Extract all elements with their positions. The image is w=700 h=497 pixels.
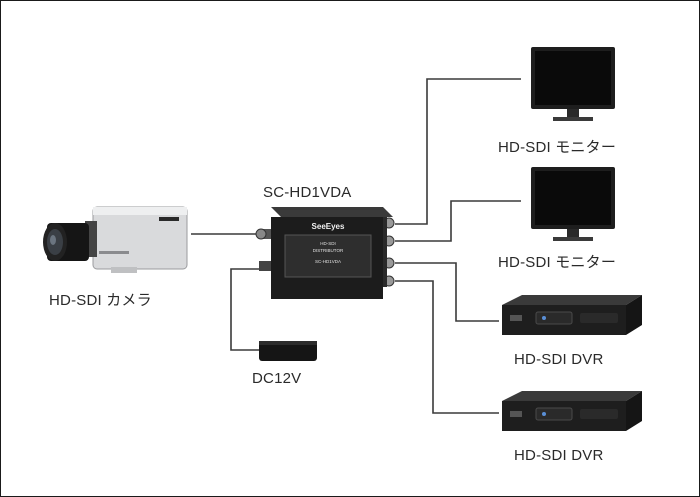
wire-splitter-to-dvr-2 xyxy=(395,280,499,414)
dvr-2-label: HD-SDI DVR xyxy=(514,447,604,464)
power-label: DC12V xyxy=(252,370,302,387)
splitter-panel-line3: SC-HD1VDA xyxy=(315,259,341,264)
splitter-panel-line1: HD-SDI xyxy=(320,241,336,246)
splitter-model-label: SC-HD1VDA xyxy=(263,184,352,201)
wire-splitter-to-dvr-1 xyxy=(395,262,499,322)
power-adapter-icon xyxy=(259,341,317,361)
cctv-box-camera-icon xyxy=(43,206,188,273)
dvr-recorder-icon xyxy=(502,295,642,335)
splitter-panel-line2: DISTRIBUTOR xyxy=(313,248,344,253)
dvr-recorder-icon xyxy=(502,391,642,431)
lcd-monitor-icon xyxy=(531,167,615,241)
lcd-monitor-icon xyxy=(531,47,615,121)
monitor-2-label: HD-SDI モニター xyxy=(498,254,617,271)
wire-group xyxy=(191,78,521,414)
monitor-1-label: HD-SDI モニター xyxy=(498,139,617,156)
wire-splitter-to-monitor-2 xyxy=(395,200,521,242)
hd-sdi-distributor-icon: SeeEyes HD-SDI DISTRIBUTOR SC-HD1VDA xyxy=(255,207,395,299)
dvr-1-label: HD-SDI DVR xyxy=(514,351,604,368)
wire-power-to-splitter xyxy=(230,268,263,351)
wire-splitter-to-monitor-1 xyxy=(395,78,521,225)
camera-label: HD-SDI カメラ xyxy=(49,292,152,309)
splitter-brand: SeeEyes xyxy=(312,222,345,231)
